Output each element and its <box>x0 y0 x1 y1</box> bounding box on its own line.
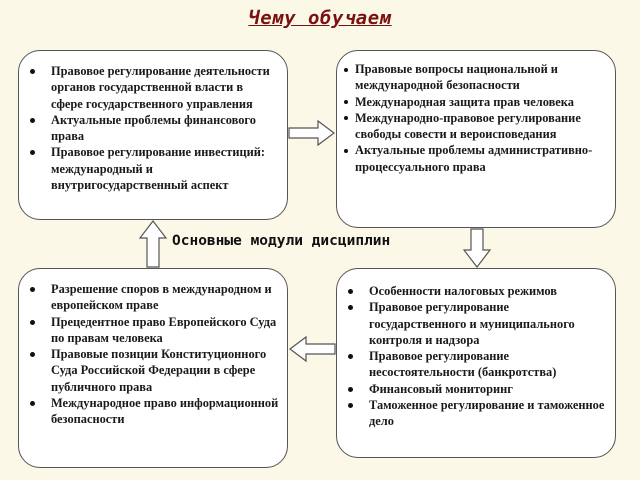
list-item: Разрешение споров в международном и евро… <box>25 281 279 314</box>
list-item: Правовое регулирование государственного … <box>343 299 607 348</box>
list-item: Международно-правовое регулирование своб… <box>341 110 607 143</box>
list-item: Прецедентное право Европейского Суда по … <box>25 314 279 347</box>
module-box-top-left: Правовое регулирование деятельности орга… <box>18 50 288 220</box>
module-box-bottom-right: Особенности налоговых режимов Правовое р… <box>336 268 616 458</box>
module-list-top-left: Правовое регулирование деятельности орга… <box>25 63 277 193</box>
module-list-bottom-left: Разрешение споров в международном и евро… <box>25 281 279 428</box>
modules-label: Основные модули дисциплин <box>172 233 391 249</box>
list-item: Финансовый мониторинг <box>343 381 607 397</box>
list-item: Правовые вопросы национальной и междунар… <box>341 61 607 94</box>
arrow-down-icon <box>462 228 492 268</box>
arrow-up-icon <box>138 220 168 268</box>
module-list-top-right: Правовые вопросы национальной и междунар… <box>341 61 607 175</box>
list-item: Правовые позиции Конституционного Суда Р… <box>25 346 279 395</box>
module-box-top-right: Правовые вопросы национальной и междунар… <box>336 50 616 228</box>
list-item: Правовое регулирование инвестиций: между… <box>25 144 277 193</box>
module-list-bottom-right: Особенности налоговых режимов Правовое р… <box>343 283 607 430</box>
list-item: Правовое регулирование несостоятельности… <box>343 348 607 381</box>
module-box-bottom-left: Разрешение споров в международном и евро… <box>18 268 288 468</box>
arrow-left-icon <box>289 335 336 363</box>
list-item: Правовое регулирование деятельности орга… <box>25 63 277 112</box>
list-item: Особенности налоговых режимов <box>343 283 607 299</box>
list-item: Международная защита прав человека <box>341 94 607 110</box>
list-item: Актуальные проблемы финансового права <box>25 112 277 145</box>
page-title: Чему обучаем <box>248 7 392 29</box>
list-item: Актуальные проблемы административно-проц… <box>341 142 607 175</box>
list-item: Таможенное регулирование и таможенное де… <box>343 397 607 430</box>
arrow-right-icon <box>288 119 335 147</box>
list-item: Международное право информационной безоп… <box>25 395 279 428</box>
